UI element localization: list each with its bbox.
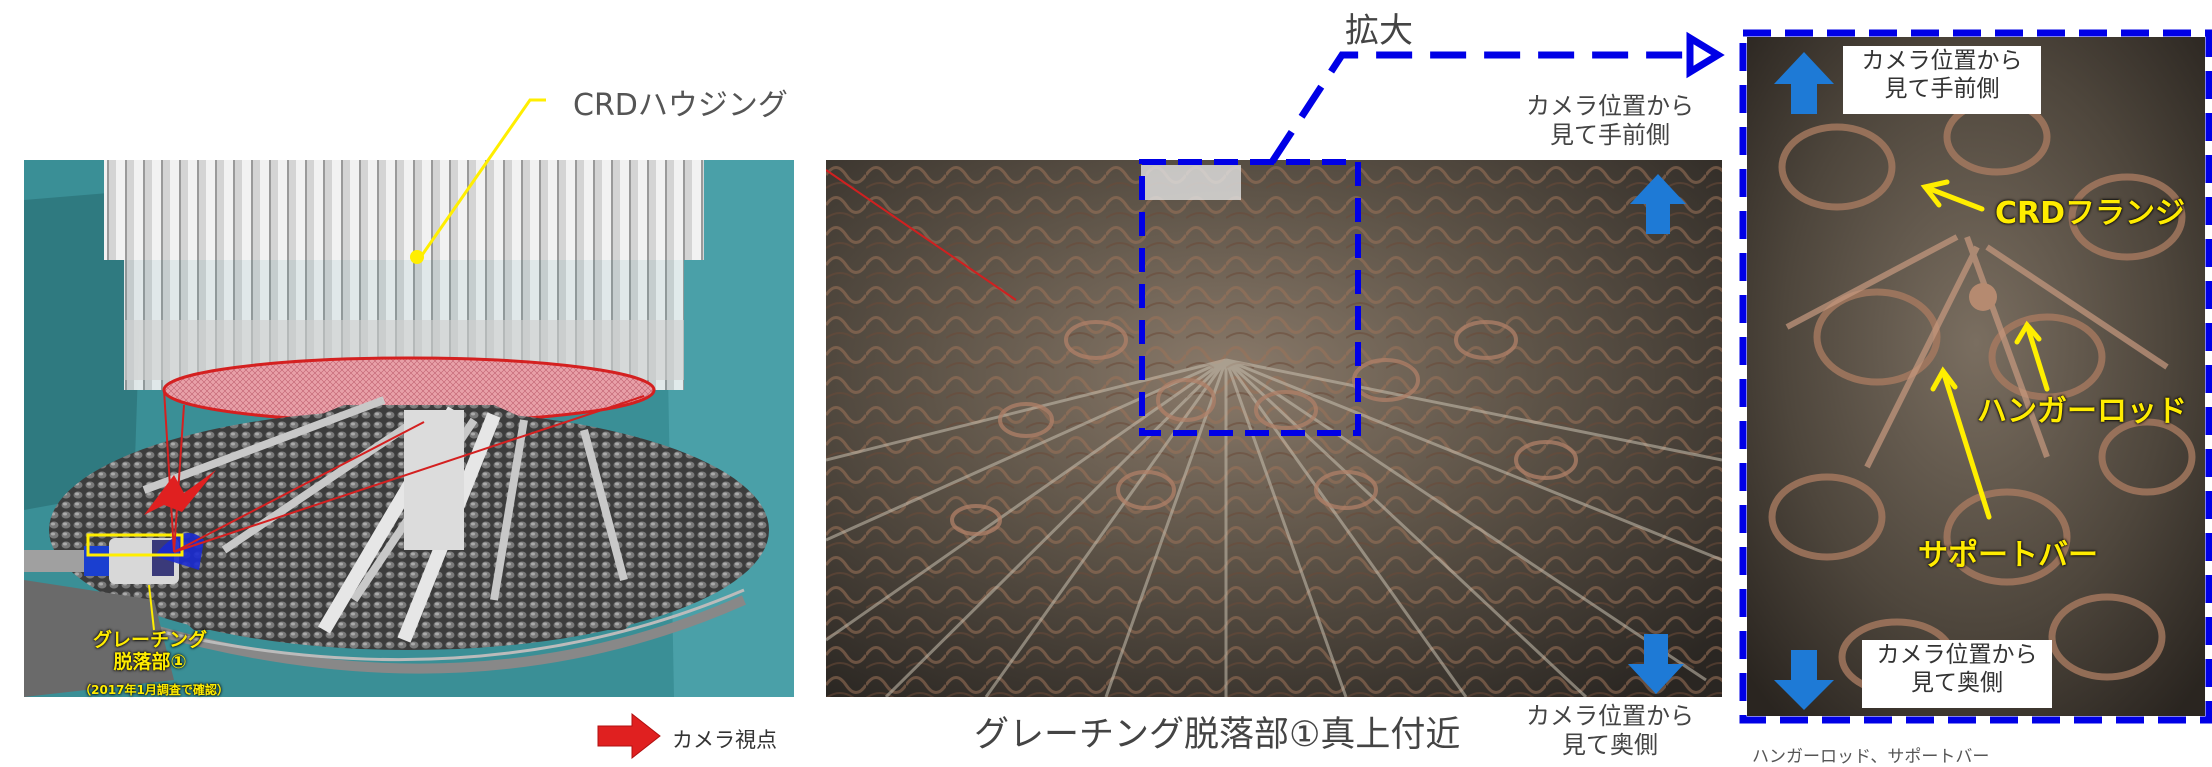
middle-far-line2: 見て奥側 [1562,730,1658,759]
right-near-line1: カメラ位置から [1861,48,2023,74]
crd-housing-leader [410,98,546,264]
overhead-photo [826,160,1722,697]
middle-far-line1: カメラ位置から [1526,702,1694,730]
middle-caption: グレーチング脱落部①真上付近 [974,715,1461,755]
middle-down-arrow-icon [1628,634,1684,694]
enlarge-label: 拡大 [1345,11,1413,51]
grating-note: （2017年1月調査で確認） [79,683,229,697]
right-far-line2: 見て奥側 [1911,669,2003,696]
right-callout-arrows [1920,179,2050,520]
grating-label-line2: 脱落部① [113,650,187,673]
right-down-arrow-icon [1774,650,1834,710]
right-bottom-note: ハンガーロッド、サポートバー [1752,747,1990,767]
right-near-line2: 見て手前側 [1884,75,2000,102]
middle-far-label: カメラ位置から 見て奥側 [1510,702,1710,760]
right-up-arrow-icon [1774,52,1834,114]
model-illustration [24,160,794,697]
camera-view-label: カメラ視点 [672,728,777,752]
enlarged-photo [1747,37,2205,716]
right-far-line1: カメラ位置から [1876,642,2038,668]
middle-near-line2: 見て手前側 [1550,120,1670,149]
middle-near-label: カメラ位置から 見て手前側 [1520,92,1700,150]
middle-near-line1: カメラ位置から [1526,92,1694,120]
enlarged-rendering [1747,37,2205,716]
grating-label-line1: グレーチング [92,629,207,651]
hanger-rod-label: ハンガーロッド [1977,394,2187,429]
middle-up-arrow-icon [1630,174,1686,234]
support-bar-label: サポートバー [1918,538,2098,573]
right-near-label: カメラ位置から 見て手前側 [1843,46,2041,114]
photo-rendering [826,160,1722,697]
crd-flange-label: CRDフランジ [1995,196,2186,231]
model-panel [24,160,794,697]
camera-view-arrow-icon [597,712,661,760]
right-far-label: カメラ位置から 見て奥側 [1862,640,2052,708]
crd-housing-label: CRDハウジング [573,88,788,123]
grating-label: グレーチング 脱落部① [60,629,240,674]
